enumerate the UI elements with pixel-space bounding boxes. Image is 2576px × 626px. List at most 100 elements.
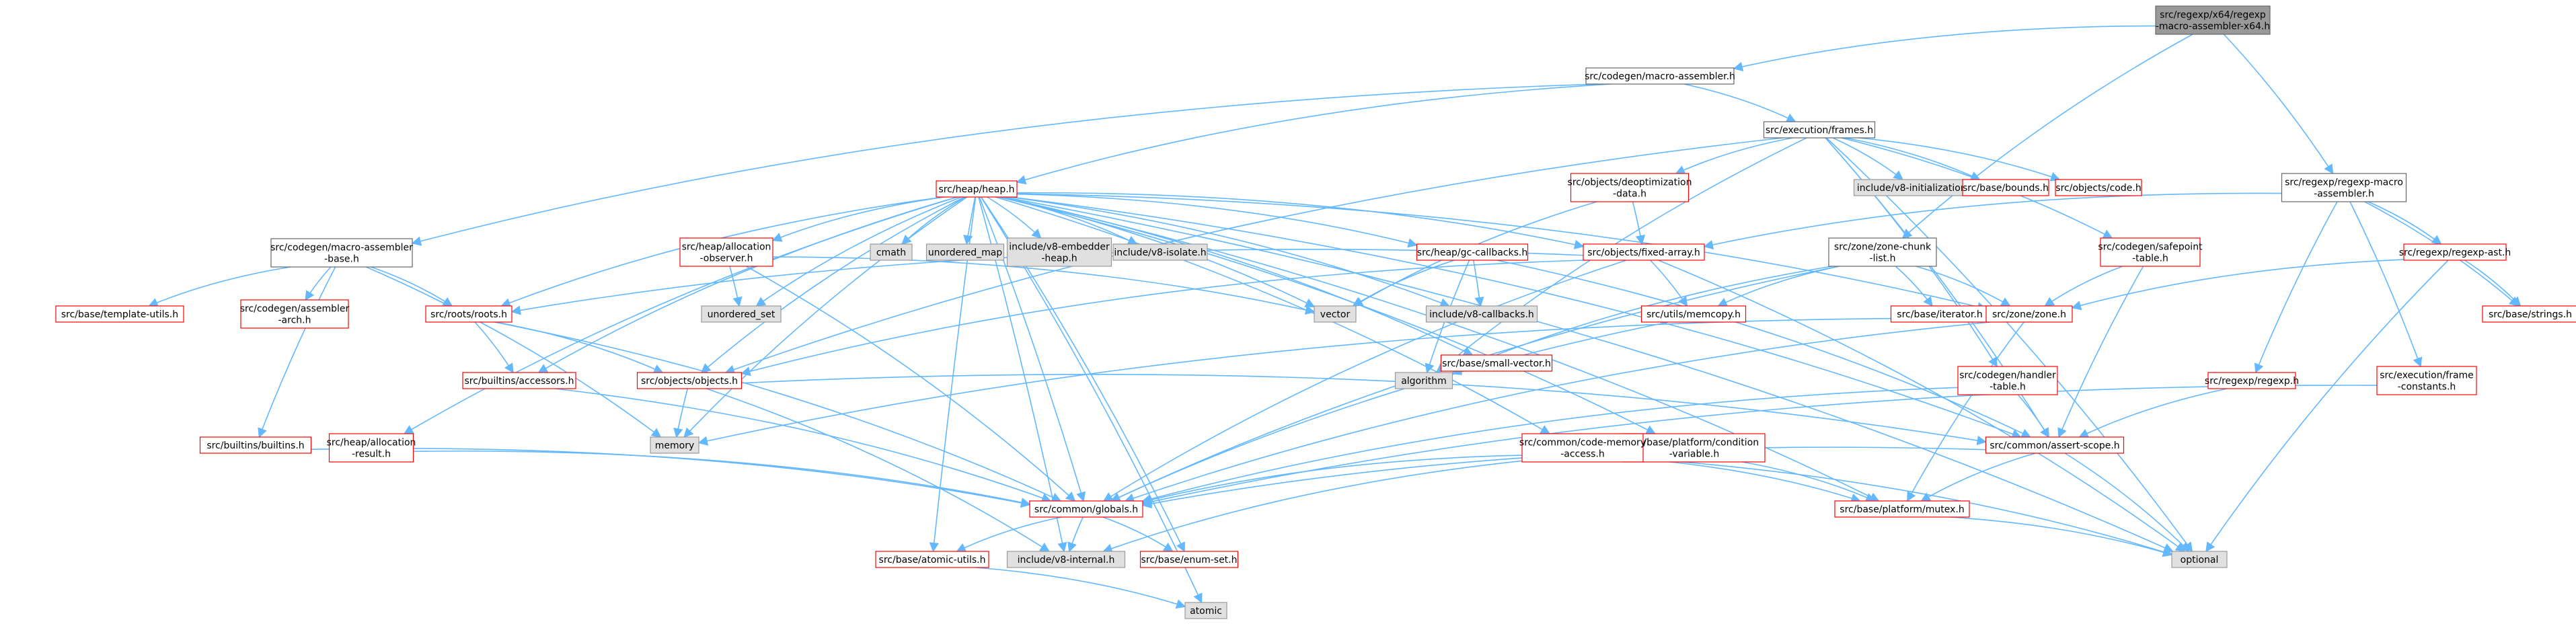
edge-handler-to-assertscope: [2017, 394, 2050, 438]
node-assertscope[interactable]: src/common/assert-scope.h: [1985, 436, 2125, 454]
node-globals[interactable]: src/common/globals.h: [1029, 500, 1143, 518]
edge-heap-to-allocres: [403, 196, 958, 434]
node-label-v8init-line-0: include/v8-initialization.h: [1857, 183, 1975, 194]
node-box-templateutils: [55, 305, 184, 323]
node-box-gccb: [1416, 243, 1529, 261]
edge-rmasm-to-regexpast: [2367, 201, 2442, 245]
node-deopt[interactable]: src/objects/deoptimization-data.h: [1568, 173, 1692, 202]
node-box-umap: [925, 243, 1005, 261]
node-bounds[interactable]: src/base/bounds.h: [1962, 179, 2049, 196]
node-label-builtins-line-0: src/builtins/builtins.h: [206, 440, 304, 451]
node-label-v8internal-line-0: include/v8-internal.h: [1018, 555, 1115, 565]
node-box-fixedarray: [1583, 243, 1705, 261]
node-code[interactable]: src/objects/code.h: [2055, 179, 2142, 196]
edge-zone-to-memory: [697, 317, 1987, 446]
node-rmasm[interactable]: src/regexp/regexp-macro-assembler.h: [2281, 173, 2407, 202]
edge-heap-to-optional: [1003, 196, 2174, 553]
edge-root-to-masm: [1733, 25, 2156, 72]
node-cmath: cmath: [870, 243, 913, 261]
node-zone[interactable]: src/zone/zone.h: [1985, 305, 2073, 323]
node-codemem[interactable]: src/common/code-memory-access.h: [1519, 433, 1646, 463]
node-box-builtins: [199, 436, 312, 454]
node-label-embedderheap-line-0: include/v8-embedder: [1009, 242, 1110, 253]
node-box-smallvector: [1440, 354, 1553, 372]
node-label-frameconst-line-1: -constants.h: [2398, 382, 2456, 393]
edge-regexpast-to-zone: [2071, 259, 2404, 311]
node-label-allocres-line-1: -result.h: [352, 449, 391, 460]
edge-handler-to-globals: [1141, 387, 1959, 504]
node-label-condvar-line-0: src/base/platform/condition: [1630, 438, 1759, 448]
node-memcopy[interactable]: src/utils/memcopy.h: [1640, 305, 1747, 323]
node-box-assertscope: [1985, 436, 2125, 454]
edge-fixedarray-to-globals: [1102, 260, 1627, 502]
node-box-v8callbacks: [1425, 305, 1538, 323]
node-box-frameconst: [2376, 366, 2477, 395]
node-label-allocobs-line-1: -observer.h: [699, 253, 753, 264]
node-mutex[interactable]: src/base/platform/mutex.h: [1834, 500, 1970, 518]
node-masmbase[interactable]: src/codegen/macro-assembler-base.h: [270, 238, 413, 268]
node-label-frames-line-0: src/execution/frames.h: [1766, 125, 1873, 136]
node-label-handler-line-0: src/codegen/handler: [1959, 370, 2056, 381]
edge-root-to-zonechunk: [1901, 34, 2193, 239]
node-label-v8callbacks-line-0: include/v8-callbacks.h: [1429, 309, 1534, 320]
node-allocres[interactable]: src/heap/allocation-result.h: [327, 433, 416, 463]
node-safepoint[interactable]: src/codegen/safepoint-table.h: [2098, 237, 2203, 267]
node-allocobs[interactable]: src/heap/allocation-observer.h: [679, 237, 773, 267]
node-regexp[interactable]: src/regexp/regexp.h: [2205, 372, 2299, 389]
node-gccb[interactable]: src/heap/gc-callbacks.h: [1416, 243, 1529, 261]
node-roots[interactable]: src/roots/roots.h: [425, 305, 513, 323]
node-label-safepoint-line-0: src/codegen/safepoint: [2098, 242, 2203, 253]
node-frames[interactable]: src/execution/frames.h: [1763, 121, 1876, 139]
node-box-enumset: [1139, 551, 1239, 568]
node-smallvector[interactable]: src/base/small-vector.h: [1440, 354, 1553, 372]
node-label-code-line-0: src/objects/code.h: [2055, 183, 2141, 194]
node-asmarch[interactable]: src/codegen/assembler-arch.h: [240, 299, 350, 329]
edge-masmbase-to-builtins: [258, 266, 336, 438]
node-strings[interactable]: src/base/strings.h: [2482, 305, 2576, 323]
node-objects[interactable]: src/objects/objects.h: [636, 372, 743, 389]
edge-allocobs-to-vector: [772, 256, 1316, 315]
edge-allocobs-to-uset: [729, 266, 743, 307]
node-label-rmasm-line-1: -assembler.h: [2314, 189, 2374, 200]
edge-heap-to-memory: [683, 196, 968, 438]
node-root[interactable]: src/regexp/x64/regexp-macro-assembler-x6…: [2155, 5, 2271, 35]
edge-heap-to-allocobs: [771, 196, 945, 242]
node-label-rmasm-line-0: src/regexp/regexp-macro: [2285, 178, 2403, 188]
node-label-embedderheap-line-1: -heap.h: [1041, 253, 1077, 264]
edge-allocres-to-globals: [413, 451, 1031, 508]
node-regexpast[interactable]: src/regexp/regexp-ast.h: [2399, 243, 2511, 261]
node-atomic: atomic: [1184, 602, 1227, 619]
node-box-atomic: [1184, 602, 1227, 619]
node-frameconst[interactable]: src/execution/frame-constants.h: [2376, 366, 2477, 395]
node-label-root-line-0: src/regexp/x64/regexp: [2160, 10, 2266, 21]
node-label-safepoint-line-1: -table.h: [2132, 253, 2168, 264]
node-enumset[interactable]: src/base/enum-set.h: [1139, 551, 1239, 568]
node-masm[interactable]: src/codegen/macro-assembler.h: [1585, 67, 1735, 85]
node-label-uset-line-0: unordered_set: [708, 309, 775, 320]
node-uset: unordered_set: [701, 305, 782, 323]
node-iterator[interactable]: src/base/iterator.h: [1890, 305, 1990, 323]
node-atomicutils[interactable]: src/base/atomic-utils.h: [875, 551, 989, 568]
edge-masmbase-to-asmarch: [305, 266, 332, 301]
node-label-cmath-line-0: cmath: [876, 247, 906, 258]
edge-zonechunk-to-algorithm: [1451, 266, 1833, 374]
edge-regexpast-to-optional: [2205, 260, 2449, 553]
node-heap[interactable]: src/heap/heap.h: [936, 180, 1018, 198]
node-templateutils[interactable]: src/base/template-utils.h: [55, 305, 184, 323]
edge-globals-to-v8internal: [1067, 516, 1084, 553]
node-condvar[interactable]: src/base/platform/condition-variable.h: [1623, 433, 1766, 463]
edge-builtins-to-globals: [311, 448, 1031, 508]
node-zonechunk[interactable]: src/zone/zone-chunk-list.h: [1828, 237, 1937, 267]
node-box-iterator: [1890, 305, 1990, 323]
node-label-accessors-line-0: src/builtins/accessors.h: [464, 376, 574, 387]
node-handler[interactable]: src/codegen/handler-table.h: [1957, 366, 2058, 395]
node-accessors[interactable]: src/builtins/accessors.h: [462, 372, 576, 389]
edge-frames-to-deopt: [1675, 137, 1793, 175]
node-label-assertscope-line-0: src/common/assert-scope.h: [1990, 440, 2119, 451]
node-builtins[interactable]: src/builtins/builtins.h: [199, 436, 312, 454]
edge-accessors-to-globals: [554, 388, 1052, 503]
node-label-enumset-line-0: src/base/enum-set.h: [1141, 555, 1237, 565]
node-label-isolate-line-0: include/v8-isolate.h: [1114, 247, 1206, 258]
edge-rmasm-to-frameconst: [2349, 201, 2423, 368]
node-fixedarray[interactable]: src/objects/fixed-array.h: [1583, 243, 1705, 261]
